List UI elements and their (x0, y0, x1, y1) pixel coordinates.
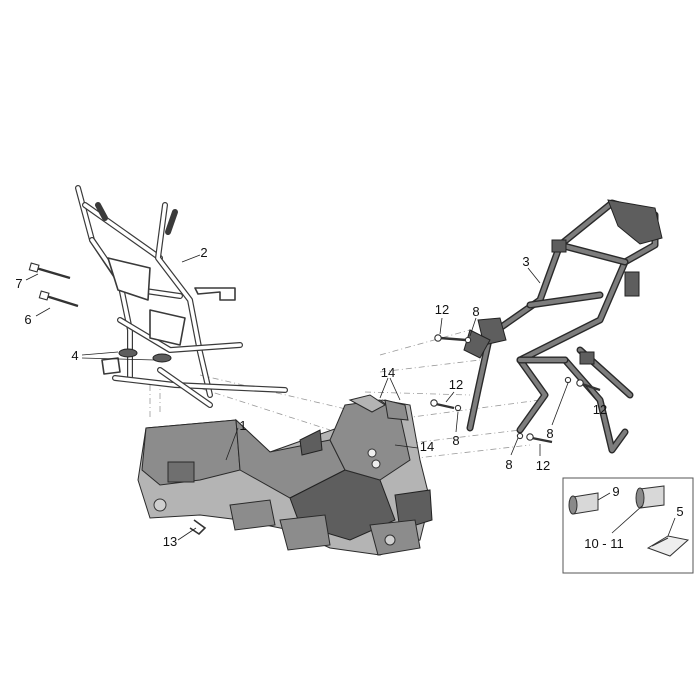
callout-12-a: 12 (435, 302, 449, 317)
callout-2: 2 (200, 245, 207, 260)
callout-3: 3 (522, 254, 529, 269)
washer-8[interactable] (454, 404, 462, 412)
washer-8[interactable] (464, 336, 472, 344)
washer-8[interactable] (564, 376, 572, 384)
bushing-9[interactable] (568, 492, 599, 515)
callout-14-b: 14 (420, 439, 434, 454)
callout-13: 13 (163, 534, 177, 549)
clip-13[interactable] (189, 519, 207, 536)
front-subframe[interactable] (75, 185, 288, 408)
callout-6: 6 (24, 312, 31, 327)
callout-8-c: 8 (546, 426, 553, 441)
callout-12-c: 12 (593, 402, 607, 417)
callout-8-d: 8 (505, 457, 512, 472)
callout-7: 7 (15, 276, 22, 291)
bolt-12[interactable] (526, 433, 553, 444)
callout-4: 4 (71, 348, 78, 363)
callout-9: 9 (612, 484, 619, 499)
bolt-7[interactable] (28, 262, 71, 280)
bolt-6[interactable] (38, 290, 79, 308)
callout-10-11: 10 - 11 (584, 536, 624, 551)
bolt-12[interactable] (434, 334, 467, 342)
leader-lines (25, 254, 676, 541)
callout-1: 1 (239, 418, 246, 433)
clip-nut-5[interactable] (646, 535, 690, 557)
callout-labels: 1 2 3 4 5 6 7 8 8 8 8 9 10 - 11 12 12 12… (15, 245, 683, 551)
rubber-grommet[interactable] (152, 353, 172, 363)
callout-5: 5 (676, 504, 683, 519)
callout-8-b: 8 (452, 433, 459, 448)
bushing-10-11[interactable] (635, 485, 665, 509)
callout-14-a: 14 (381, 365, 395, 380)
callout-8-a: 8 (472, 304, 479, 319)
callout-12-b: 12 (449, 377, 463, 392)
bolt-12[interactable] (576, 379, 601, 392)
detail-box (562, 477, 694, 574)
rear-subframe[interactable] (463, 199, 663, 454)
washer-8[interactable] (516, 432, 524, 440)
main-frame[interactable] (137, 394, 433, 556)
callout-12-d: 12 (536, 458, 550, 473)
bolt-12[interactable] (430, 399, 455, 410)
rubber-grommet[interactable] (118, 348, 138, 358)
